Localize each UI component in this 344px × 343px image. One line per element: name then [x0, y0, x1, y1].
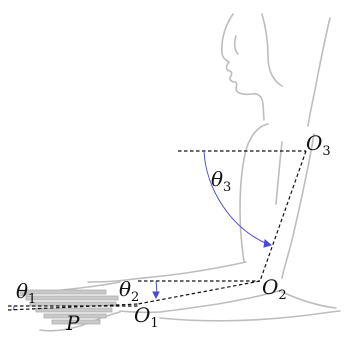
finger-6: [51, 319, 101, 325]
theta1-arc: [12, 305, 15, 311]
finger-4: [35, 307, 113, 313]
o2-label: O2: [262, 275, 287, 303]
head-outline: [221, 13, 265, 121]
neck-back-outline: [307, 17, 331, 127]
upper-arm-back-outline: [281, 133, 315, 279]
finger-2: [25, 295, 119, 301]
theta2-arrowhead: [152, 291, 160, 300]
theta2-label: θ2: [119, 277, 139, 305]
back-of-head-outline: [261, 13, 283, 87]
theta3-arrowhead: [263, 239, 273, 248]
theta3-label: θ3: [211, 167, 231, 195]
finger-3: [29, 301, 117, 307]
forearm-top-outline: [87, 261, 247, 283]
forearm-bottom-outline: [119, 289, 283, 314]
finger-1: [19, 289, 107, 295]
hand-lower-outline: [39, 311, 121, 332]
lap-outline: [159, 310, 341, 322]
theta1-label: θ1: [16, 279, 36, 307]
o1-label: O1: [134, 303, 159, 331]
link-o3-o2: [259, 150, 307, 282]
angle-arcs: [12, 150, 273, 311]
p-link-line: [7, 303, 139, 311]
ear-outline: [233, 35, 239, 55]
gripper-hand: [19, 289, 119, 325]
body-silhouette: [17, 13, 341, 332]
shoulder-outline: [239, 123, 269, 263]
labels: O3 θ3 O2 θ2 O1 θ1 P: [16, 131, 331, 335]
kinematic-lines: [7, 150, 307, 311]
torso-outline: [281, 291, 337, 309]
chest-outline: [275, 141, 283, 205]
link-o2-o1: [137, 280, 261, 305]
finger-5: [43, 313, 107, 319]
p-label: P: [65, 311, 80, 335]
theta3-arc: [203, 150, 271, 246]
o3-label: O3: [306, 131, 331, 159]
